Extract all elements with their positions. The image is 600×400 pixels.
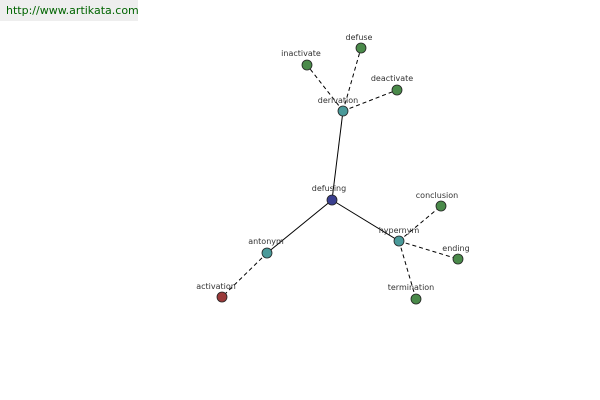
node-antonym[interactable]: antonym <box>248 237 284 259</box>
node-circle-ending[interactable] <box>452 253 464 265</box>
edge-derivation-defuse <box>342 47 362 112</box>
node-label-termination[interactable]: termination <box>388 283 435 292</box>
node-label-inactivate[interactable]: inactivate <box>281 49 321 58</box>
nodes-layer: defusing derivation antonym hypernym inactiv… <box>196 33 470 305</box>
node-label-defuse[interactable]: defuse <box>346 33 373 42</box>
site-url-link[interactable]: http://www.artikata.com <box>6 4 139 17</box>
node-label-antonym[interactable]: antonym <box>248 237 284 246</box>
edge-defusing-antonym <box>266 199 333 254</box>
node-derivation[interactable]: derivation <box>318 96 358 117</box>
edge-hypernym-conclusion <box>398 205 442 242</box>
edge-hypernym-termination <box>398 240 417 300</box>
node-circle-hypernym[interactable] <box>393 235 405 247</box>
node-label-ending[interactable]: ending <box>442 244 469 253</box>
node-conclusion[interactable]: conclusion <box>416 191 458 212</box>
node-defusing[interactable]: defusing <box>312 184 346 206</box>
edge-derivation-deactivate <box>342 89 398 112</box>
node-circle-derivation[interactable] <box>337 105 349 117</box>
node-label-hypernym[interactable]: hypernym <box>379 226 420 235</box>
node-circle-conclusion[interactable] <box>435 200 447 212</box>
url-banner: http://www.artikata.com <box>0 0 139 21</box>
node-hypernym[interactable]: hypernym <box>379 226 420 247</box>
edge-defusing-derivation <box>331 110 344 201</box>
node-deactivate[interactable]: deactivate <box>371 74 413 96</box>
node-ending[interactable]: ending <box>442 244 470 265</box>
node-defuse[interactable]: defuse <box>346 33 373 54</box>
edge-antonym-activation <box>221 252 268 298</box>
node-label-defusing[interactable]: defusing <box>312 184 346 193</box>
node-label-conclusion[interactable]: conclusion <box>416 191 458 200</box>
node-circle-termination[interactable] <box>410 293 422 305</box>
node-label-deactivate[interactable]: deactivate <box>371 74 413 83</box>
edges-layer <box>221 47 459 300</box>
edge-defusing-hypernym <box>331 199 400 242</box>
node-circle-inactivate[interactable] <box>301 59 313 71</box>
node-activation[interactable]: activation <box>196 282 236 303</box>
node-circle-defuse[interactable] <box>355 42 367 54</box>
edge-hypernym-ending <box>398 240 459 260</box>
node-termination[interactable]: termination <box>388 283 435 305</box>
node-circle-activation[interactable] <box>216 291 228 303</box>
node-circle-antonym[interactable] <box>261 247 273 259</box>
node-inactivate[interactable]: inactivate <box>281 49 321 71</box>
node-label-derivation[interactable]: derivation <box>318 96 358 105</box>
node-label-activation[interactable]: activation <box>196 282 236 291</box>
node-circle-defusing[interactable] <box>326 194 338 206</box>
edge-derivation-inactivate <box>306 64 344 112</box>
node-circle-deactivate[interactable] <box>391 84 403 96</box>
